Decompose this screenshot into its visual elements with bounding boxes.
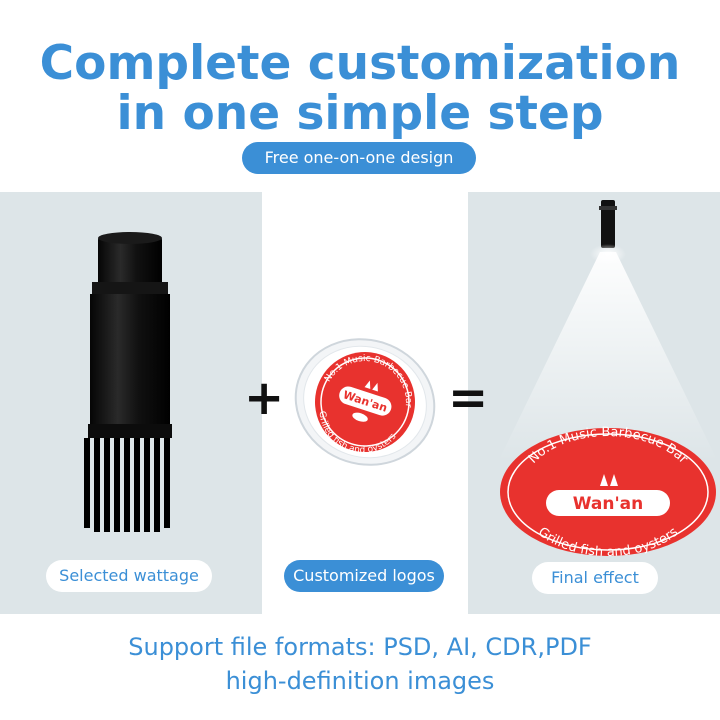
headline-line-2: in one simple step [116, 86, 604, 141]
plus-sign: + [244, 370, 285, 426]
wattage-label: Selected wattage [46, 560, 212, 592]
projector-lamp-image [84, 232, 172, 532]
projection-effect-image: No.1 Music Barbecue Bar Grilled fish and… [498, 200, 718, 560]
file-formats-text: Support file formats: PSD, AI, CDR,PDF [128, 633, 592, 661]
result-label: Final effect [532, 562, 658, 594]
projected-brand-text: Wan'an [573, 494, 644, 514]
equals-sign: = [448, 370, 489, 426]
logo-glass-disc: No.1 Music Barbecue Bar Grilled fish and… [294, 338, 436, 467]
hd-images-text: high-definition images [225, 667, 495, 695]
design-tag: Free one-on-one design [242, 142, 476, 174]
headline-line-1: Complete customization [39, 36, 681, 91]
logo-label: Customized logos [284, 560, 444, 592]
